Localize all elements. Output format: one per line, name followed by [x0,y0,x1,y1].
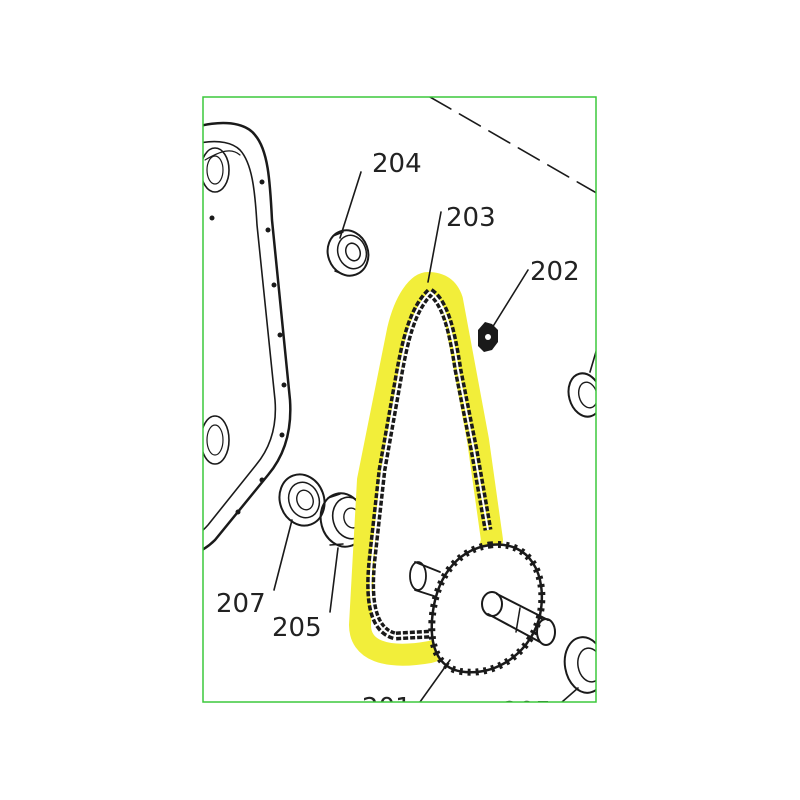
callout-201: 201 [362,693,412,723]
callout-205: 205 [272,613,322,643]
bearing-204 [326,229,370,277]
sprocket-201 [409,541,556,676]
callout-labels: 204 203 202 207 205 201 205 [216,149,580,727]
leader-lines [273,171,596,702]
seal-ring-207 [278,473,326,527]
chain-highlight [349,272,503,666]
drawing-area: 204 203 202 207 205 201 205 [203,97,596,727]
small-sprocket-202 [478,322,498,352]
housing-cover [203,121,292,551]
bearing-right [567,372,596,418]
diagram-frame [202,96,597,703]
callout-205-partial: 205 [502,697,552,727]
callout-207: 207 [216,589,266,619]
callout-204: 204 [372,149,422,179]
bearing-bottom-right [563,636,596,694]
drive-chain-203 [349,272,503,666]
callout-203: 203 [446,203,496,233]
callout-202: 202 [530,257,580,287]
dashed-center-line [429,97,596,194]
